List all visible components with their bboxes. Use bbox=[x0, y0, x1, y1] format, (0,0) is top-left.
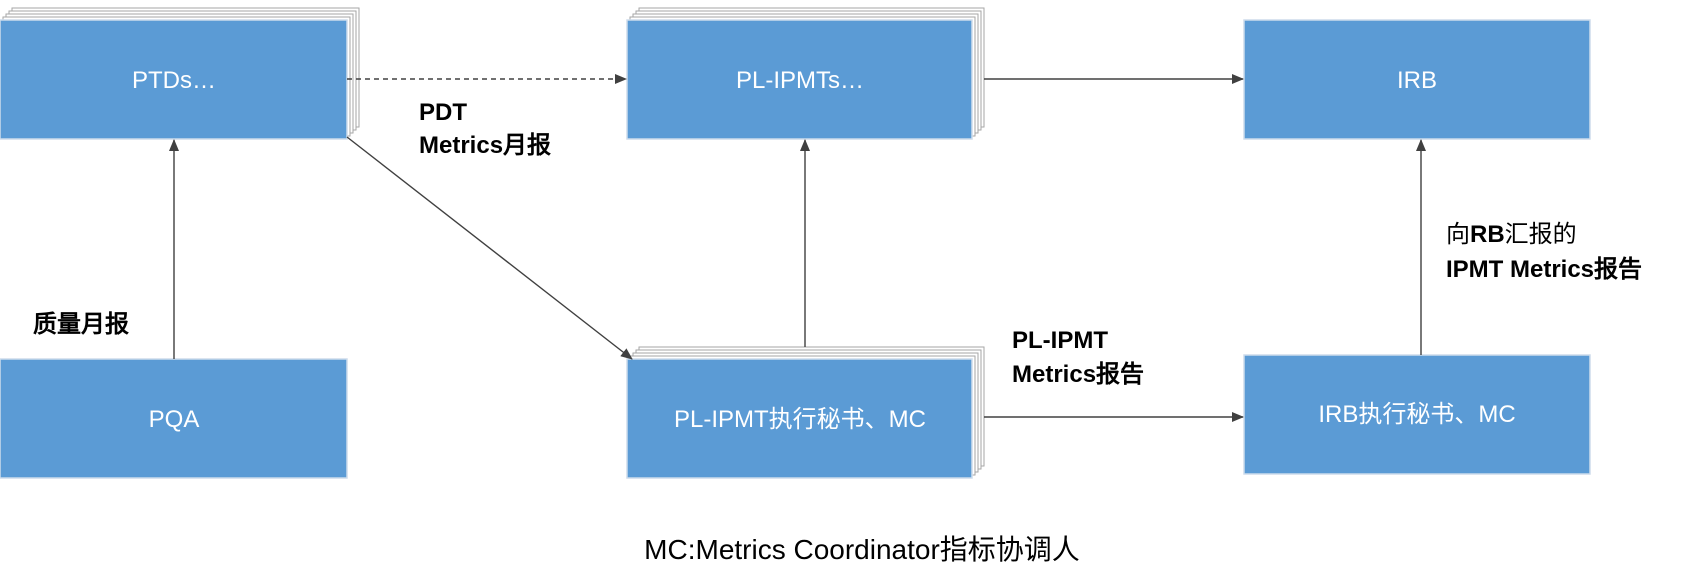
irb-note-line1: 向RB汇报的 bbox=[1446, 221, 1577, 248]
irb-note-line1-suffix: 汇报的 bbox=[1505, 221, 1577, 248]
pdt-note-line1: PDT bbox=[419, 99, 467, 126]
pqa-label: PQA bbox=[149, 406, 200, 433]
pl-ipmt-secretary-box: PL-IPMT执行秘书、MC bbox=[626, 346, 985, 479]
irb-label: IRB bbox=[1397, 67, 1437, 94]
irb-note-line2-suffix: 报告 bbox=[1594, 256, 1642, 283]
footer-legend: MC:Metrics Coordinator指标协调人 bbox=[644, 534, 1080, 565]
ptds-label: PTDs… bbox=[132, 67, 216, 94]
ptds-box: PTDs… bbox=[0, 7, 360, 140]
pl-ipmt-metrics-note: PL-IPMT Metrics报告 bbox=[1012, 327, 1144, 388]
irb-secretary-box: IRB执行秘书、MC bbox=[1243, 354, 1591, 475]
irb-secretary-label: IRB执行秘书、MC bbox=[1318, 401, 1515, 428]
irb-note-line1-rb: RB bbox=[1470, 221, 1505, 248]
irb-note-line1-prefix: 向 bbox=[1446, 221, 1470, 248]
arrow-ptds-to-pl-ipmt-secretary bbox=[346, 136, 633, 360]
quality-report-note: 质量月报 bbox=[33, 311, 129, 338]
irb-metrics-note: 向RB汇报的 IPMT Metrics报告 bbox=[1446, 221, 1642, 283]
irb-box: IRB bbox=[1243, 19, 1591, 140]
pl-ipmts-box: PL-IPMTs… bbox=[626, 7, 985, 140]
pl-ipmts-label: PL-IPMTs… bbox=[736, 67, 864, 94]
pqa-box: PQA bbox=[0, 358, 348, 479]
irb-note-line2-metrics: IPMT Metrics bbox=[1446, 256, 1594, 283]
pdt-metrics-note: PDT Metrics月报 bbox=[419, 99, 551, 159]
pl-ipmt-note-line2: Metrics报告 bbox=[1012, 361, 1144, 388]
irb-note-line2: IPMT Metrics报告 bbox=[1446, 256, 1642, 283]
pl-ipmt-secretary-label: PL-IPMT执行秘书、MC bbox=[674, 406, 926, 433]
pl-ipmt-note-line1: PL-IPMT bbox=[1012, 327, 1108, 354]
pdt-note-line2: Metrics月报 bbox=[419, 132, 551, 159]
